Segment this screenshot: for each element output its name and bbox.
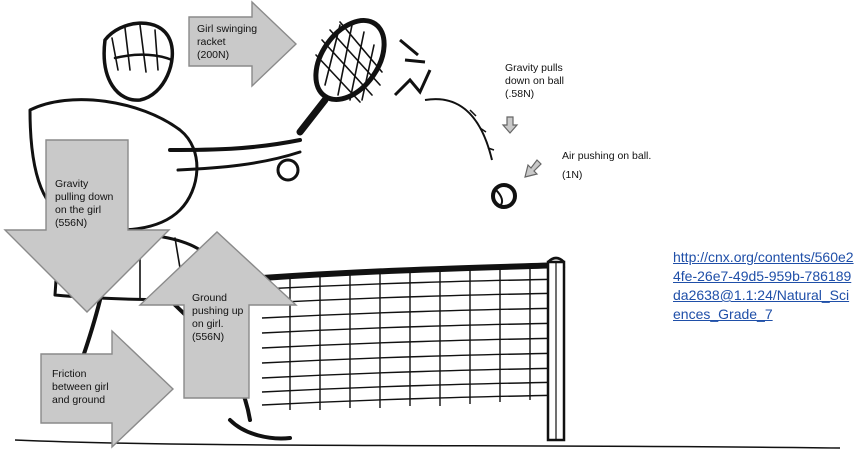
air-label: Air pushing on ball.	[562, 150, 652, 162]
gravity-girl-arrow	[3, 139, 171, 313]
friction-label: Friction between girl and ground	[52, 368, 109, 406]
source-link[interactable]: http://cnx.org/contents/560e24fe-26e7-49…	[673, 249, 854, 322]
racket-force-label: Girl swinging racket (200N)	[197, 23, 258, 61]
ground-force-label: Ground pushing up on girl. (556N)	[192, 292, 244, 343]
ground-line	[14, 439, 841, 449]
motion-lines	[393, 38, 432, 97]
air-ball-arrow	[524, 159, 542, 178]
friction-arrow	[40, 329, 175, 449]
tennis-net	[261, 256, 566, 442]
ball-trajectory-tick	[469, 109, 495, 151]
ground-force-arrow	[138, 231, 298, 399]
air-value-label: (1N)	[562, 169, 583, 181]
racket-force-arrow	[188, 0, 298, 88]
tennis-racket	[296, 18, 387, 136]
tennis-ball	[491, 183, 517, 209]
gravity-ball-arrow	[501, 116, 519, 134]
ball-trajectory	[424, 98, 493, 161]
gravity-girl-label: Gravity pulling down on the girl (556N)	[55, 178, 114, 229]
gravity-ball-label: Gravity pulls down on ball (.58N)	[505, 62, 564, 100]
